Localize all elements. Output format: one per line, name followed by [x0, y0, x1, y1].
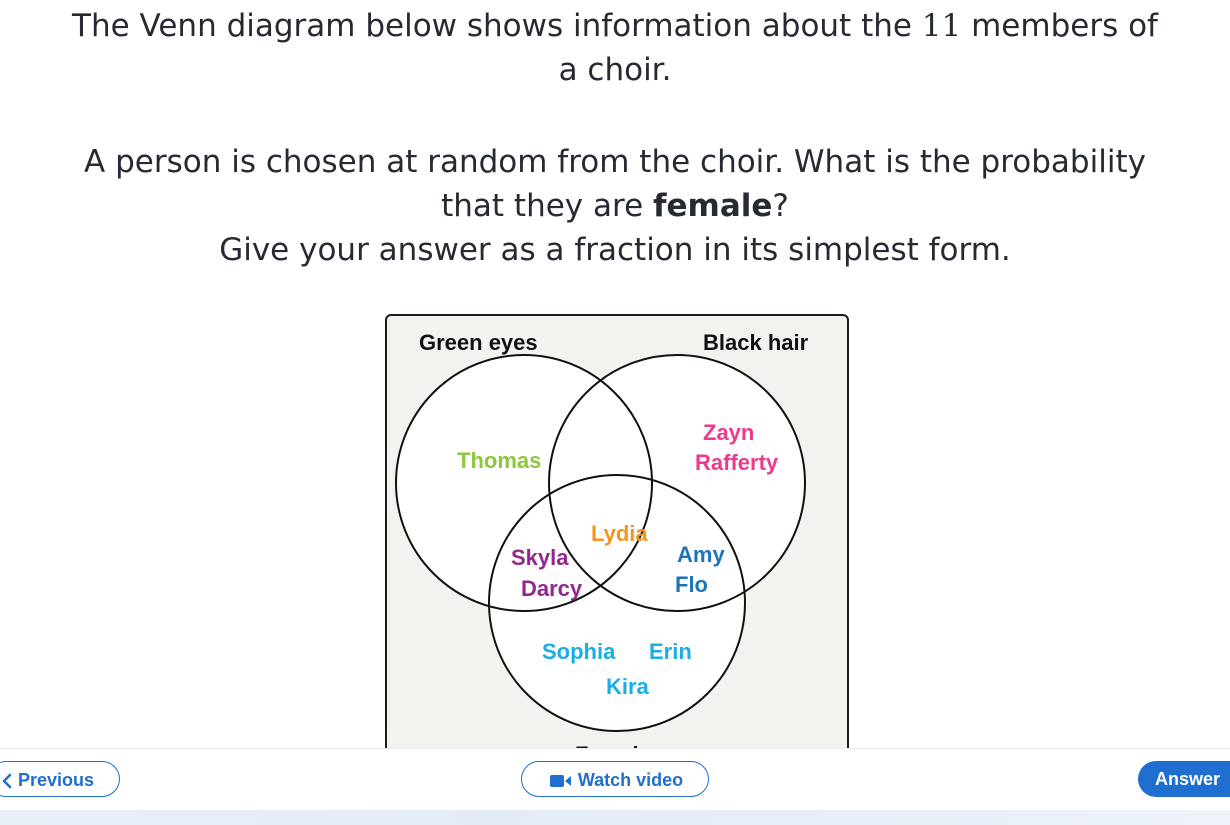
- name-kira: Kira: [606, 674, 650, 699]
- name-thomas: Thomas: [457, 448, 541, 473]
- circle-black-hair: [548, 354, 806, 612]
- answer-button[interactable]: Answer: [1138, 761, 1230, 797]
- name-zayn: Zayn: [703, 420, 754, 445]
- question-line-4: that they are female?: [441, 188, 789, 224]
- question-prompt: A person is chosen at random from the ch…: [20, 140, 1210, 272]
- answer-label: Answer: [1155, 769, 1221, 789]
- question-line-3: A person is chosen at random from the ch…: [84, 144, 1146, 180]
- emphasis-female: female: [653, 188, 773, 224]
- question-line-1: The Venn diagram below shows information…: [72, 8, 1158, 44]
- name-flo: Flo: [675, 572, 708, 597]
- question-line-2: a choir.: [558, 52, 672, 88]
- venn-diagram: Green eyes Black hair Female Thomas Zayn…: [385, 314, 849, 778]
- video-camera-icon: [549, 775, 571, 788]
- name-sophia: Sophia: [542, 639, 616, 664]
- name-erin: Erin: [649, 639, 692, 664]
- bottom-decorative-strip: [0, 810, 1230, 825]
- name-skyla: Skyla: [511, 545, 569, 570]
- bottom-nav-bar: Previous Watch video Answer: [0, 748, 1230, 811]
- name-lydia: Lydia: [591, 521, 648, 546]
- question-line-5: Give your answer as a fraction in its si…: [219, 232, 1011, 268]
- circle-female: [488, 474, 746, 732]
- watch-video-button[interactable]: Watch video: [521, 761, 709, 797]
- venn-svg: Green eyes Black hair Female Thomas Zayn…: [395, 330, 809, 767]
- label-green-eyes: Green eyes: [419, 330, 538, 355]
- member-count: 11: [921, 8, 962, 44]
- label-black-hair: Black hair: [703, 330, 809, 355]
- name-amy: Amy: [677, 542, 725, 567]
- circle-green-eyes: [395, 354, 653, 612]
- circle-female-fill: [489, 475, 745, 731]
- chevron-left-icon: [2, 774, 12, 789]
- question-intro: The Venn diagram below shows information…: [20, 4, 1210, 92]
- previous-label: Previous: [18, 770, 95, 790]
- name-darcy: Darcy: [521, 576, 583, 601]
- watch-video-label: Watch video: [577, 770, 684, 790]
- previous-button[interactable]: Previous: [0, 761, 120, 797]
- name-rafferty: Rafferty: [695, 450, 779, 475]
